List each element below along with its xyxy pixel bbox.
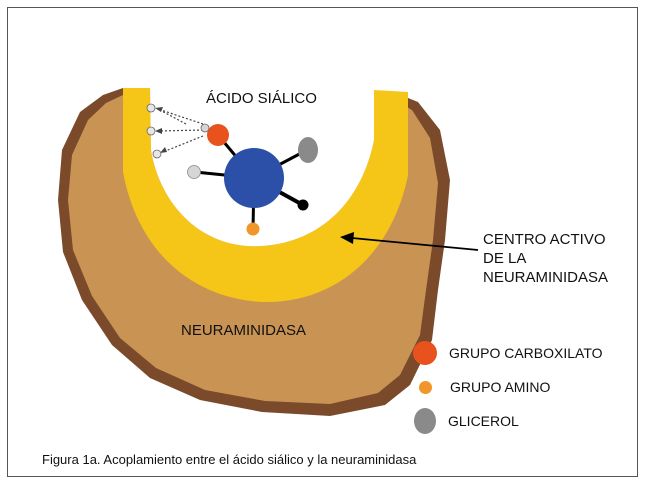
legend-label: GLICEROL bbox=[448, 413, 519, 429]
figure-caption: Figura 1a. Acoplamiento entre el ácido s… bbox=[42, 452, 417, 467]
active-site-label-line2: DE LA bbox=[483, 250, 527, 267]
active-site-label-line3: NEURAMINIDASA bbox=[483, 269, 609, 286]
legend-label: GRUPO CARBOXILATO bbox=[449, 345, 603, 361]
glycerol-group-atom bbox=[298, 137, 318, 163]
amino-group-atom bbox=[246, 222, 260, 236]
hydroxyl-atom bbox=[187, 165, 201, 179]
enzyme-label: NEURAMINIDASA bbox=[181, 322, 307, 339]
active-site-band bbox=[123, 88, 408, 303]
residue-atom bbox=[146, 103, 156, 113]
oxygen-atom bbox=[200, 123, 210, 133]
black-atom bbox=[297, 199, 309, 211]
hydrogen-bond-arrows bbox=[157, 108, 204, 153]
active-site-label-line1: CENTRO ACTIVO bbox=[483, 231, 606, 248]
active-site-pointer-line bbox=[351, 237, 479, 251]
sialic-acid-core-atom bbox=[224, 148, 284, 208]
sialic-acid-label: ÁCIDO SIÁLICO bbox=[206, 90, 317, 107]
legend-label: GRUPO AMINO bbox=[450, 379, 551, 395]
amino-swatch-icon bbox=[419, 380, 432, 394]
legend-item-carboxylate: GRUPO CARBOXILATO bbox=[413, 341, 603, 365]
residue-atom bbox=[152, 149, 162, 159]
legend-item-glycerol: GLICEROL bbox=[414, 408, 519, 434]
legend-item-amino: GRUPO AMINO bbox=[419, 379, 550, 395]
residue-atom bbox=[146, 126, 156, 136]
carboxylate-group-atom bbox=[207, 124, 229, 146]
carboxylate-swatch-icon bbox=[413, 341, 437, 365]
hydrogen-bond-arrowheads bbox=[155, 107, 167, 153]
active-site-pointer-arrowhead bbox=[340, 232, 354, 244]
glycerol-swatch-icon bbox=[414, 408, 436, 434]
